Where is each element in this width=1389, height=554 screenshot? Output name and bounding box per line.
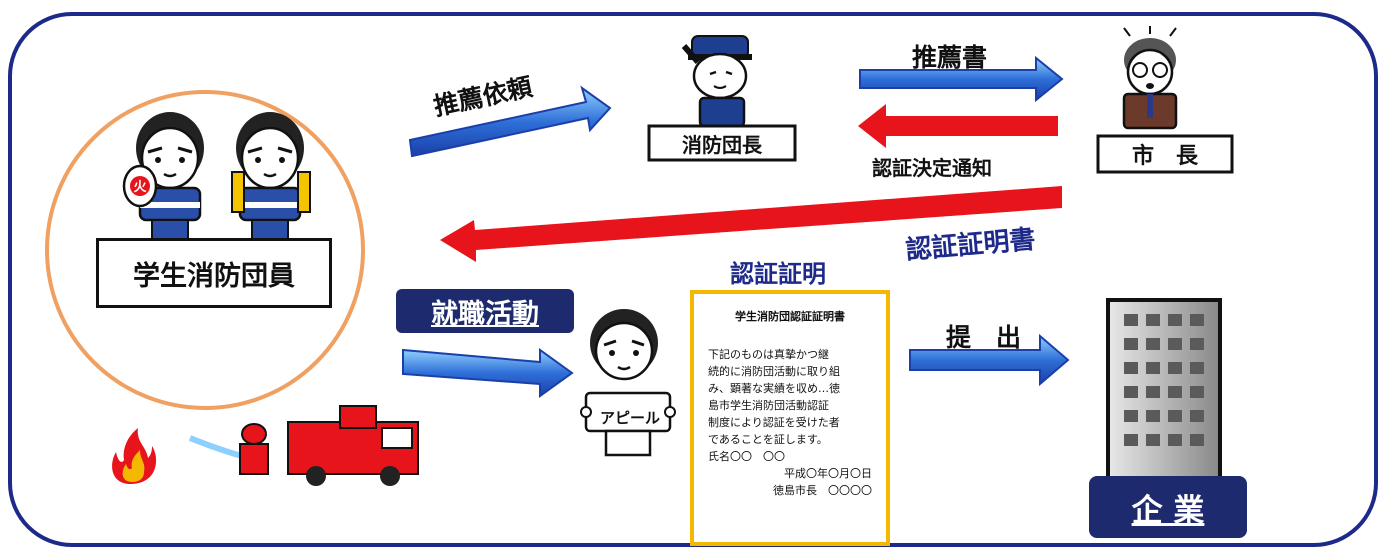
building-windows bbox=[1124, 314, 1204, 446]
building-window bbox=[1124, 386, 1138, 398]
building-window bbox=[1190, 434, 1204, 446]
building-window bbox=[1190, 314, 1204, 326]
building-window bbox=[1124, 410, 1138, 422]
building-window bbox=[1146, 314, 1160, 326]
building-window bbox=[1146, 410, 1160, 422]
mayor-icon bbox=[1122, 26, 1178, 130]
certification-proof-label: 認証証明 bbox=[730, 260, 826, 288]
student-firefighter-icon: 火 bbox=[122, 112, 311, 241]
lantern-char: 火 bbox=[133, 180, 147, 195]
building-window bbox=[1190, 362, 1204, 374]
document-date: 平成〇年〇月〇日 bbox=[784, 467, 872, 480]
building-window bbox=[1168, 410, 1182, 422]
arrow-recommendation-request bbox=[408, 85, 612, 158]
arrow-certification-notice bbox=[858, 104, 1058, 148]
building-window bbox=[1146, 434, 1160, 446]
mayor-label-box bbox=[1096, 134, 1234, 174]
submit-label: 提 出 bbox=[946, 323, 1022, 352]
fire-chief-label: 消防団長 bbox=[682, 132, 762, 157]
certification-notice-label: 認証決定通知 bbox=[872, 156, 992, 180]
fire-chief-icon bbox=[681, 35, 752, 128]
building-window bbox=[1168, 338, 1182, 350]
building-window bbox=[1146, 386, 1160, 398]
building-window bbox=[1190, 386, 1204, 398]
building-window bbox=[1190, 338, 1204, 350]
building-window bbox=[1168, 434, 1182, 446]
fire-icon bbox=[112, 428, 157, 484]
document-mayor: 徳島市長 〇〇〇〇 bbox=[773, 484, 872, 497]
student-members-label: 学生消防団員 bbox=[96, 238, 332, 308]
fire-truck-icon bbox=[188, 405, 419, 486]
building-window bbox=[1146, 362, 1160, 374]
building-window bbox=[1124, 434, 1138, 446]
job-seeker-icon bbox=[580, 309, 676, 457]
building-window bbox=[1124, 314, 1138, 326]
arrow-submit bbox=[909, 333, 1070, 387]
building-window bbox=[1168, 314, 1182, 326]
mayor-label: 市 長 bbox=[1131, 144, 1198, 169]
document-title: 学生消防団認証証明書 bbox=[735, 310, 845, 323]
building-window bbox=[1124, 362, 1138, 374]
building-window bbox=[1146, 338, 1160, 350]
job-hunting-badge: 就職活動 bbox=[396, 289, 574, 333]
appeal-label: アピール bbox=[599, 408, 660, 427]
certificate-document: 学生消防団認証証明書 下記のものは真摯かつ継 続的に消防団活動に取り組 み、顕著… bbox=[690, 290, 890, 546]
recommendation-letter-label: 推薦書 bbox=[912, 43, 988, 72]
building-window bbox=[1168, 362, 1182, 374]
building-window bbox=[1168, 386, 1182, 398]
arrow-certificate bbox=[440, 186, 1062, 262]
company-badge: 企 業 bbox=[1089, 476, 1247, 538]
building-window bbox=[1124, 338, 1138, 350]
fire-chief-label-box bbox=[647, 124, 797, 162]
arrow-job-hunting bbox=[402, 348, 574, 398]
building-window bbox=[1190, 410, 1204, 422]
document-body: 下記のものは真摯かつ継 続的に消防団活動に取り組 み、顕著な実績を収め…徳 島市… bbox=[708, 348, 840, 463]
arrow-recommendation-letter bbox=[859, 55, 1064, 103]
